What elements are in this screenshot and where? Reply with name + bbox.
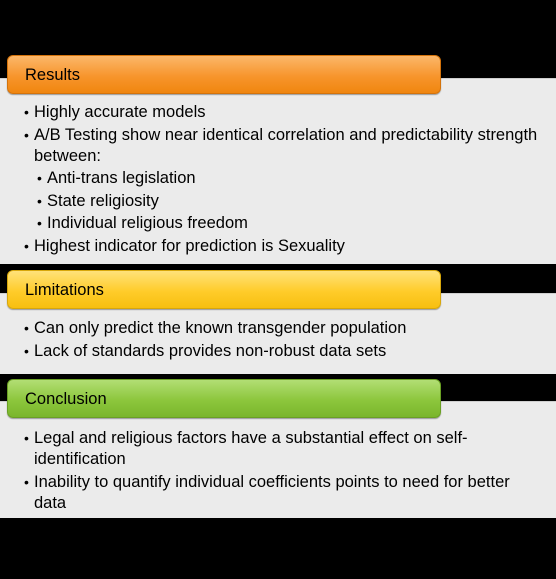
list-item: •Legal and religious factors have a subs…	[24, 429, 468, 468]
list-item: •State religiosity	[37, 191, 159, 210]
list-item: •Highly accurate models	[24, 103, 206, 121]
list-item: •Inability to quantify individual coeffi…	[24, 472, 510, 512]
results-header: Results	[7, 55, 441, 94]
results-panel: •Highly accurate models •A/B Testing sho…	[0, 78, 556, 264]
section-title: Results	[25, 66, 81, 84]
results-list: •Highly accurate models •A/B Testing sho…	[24, 102, 552, 257]
bullet-icon: •	[24, 126, 29, 143]
list-item: •A/B Testing show near identical correla…	[24, 125, 538, 165]
conclusion-panel: •Legal and religious factors have a subs…	[0, 401, 556, 518]
bullet-icon: •	[24, 430, 29, 446]
bullet-icon: •	[24, 473, 29, 490]
limitations-list: •Can only predict the known transgender …	[24, 318, 552, 362]
conclusion-list: •Legal and religious factors have a subs…	[24, 428, 544, 514]
limitations-header: Limitations	[7, 270, 441, 309]
list-item: •Can only predict the known transgender …	[24, 319, 407, 337]
list-item: •Highest indicator for prediction is Sex…	[24, 236, 345, 255]
bullet-icon: •	[24, 320, 29, 336]
bullet-icon: •	[24, 342, 29, 359]
list-item: •Individual religious freedom	[37, 214, 248, 232]
conclusion-header: Conclusion	[7, 379, 441, 418]
section-title: Limitations	[25, 281, 104, 299]
list-item: •Anti-trans legislation	[37, 169, 196, 187]
bullet-icon: •	[24, 237, 29, 254]
bullet-icon: •	[37, 215, 42, 231]
bullet-icon: •	[37, 192, 42, 209]
bullet-icon: •	[37, 170, 42, 186]
bullet-icon: •	[24, 104, 29, 120]
list-item: •Lack of standards provides non-robust d…	[24, 341, 387, 360]
section-title: Conclusion	[25, 390, 107, 408]
